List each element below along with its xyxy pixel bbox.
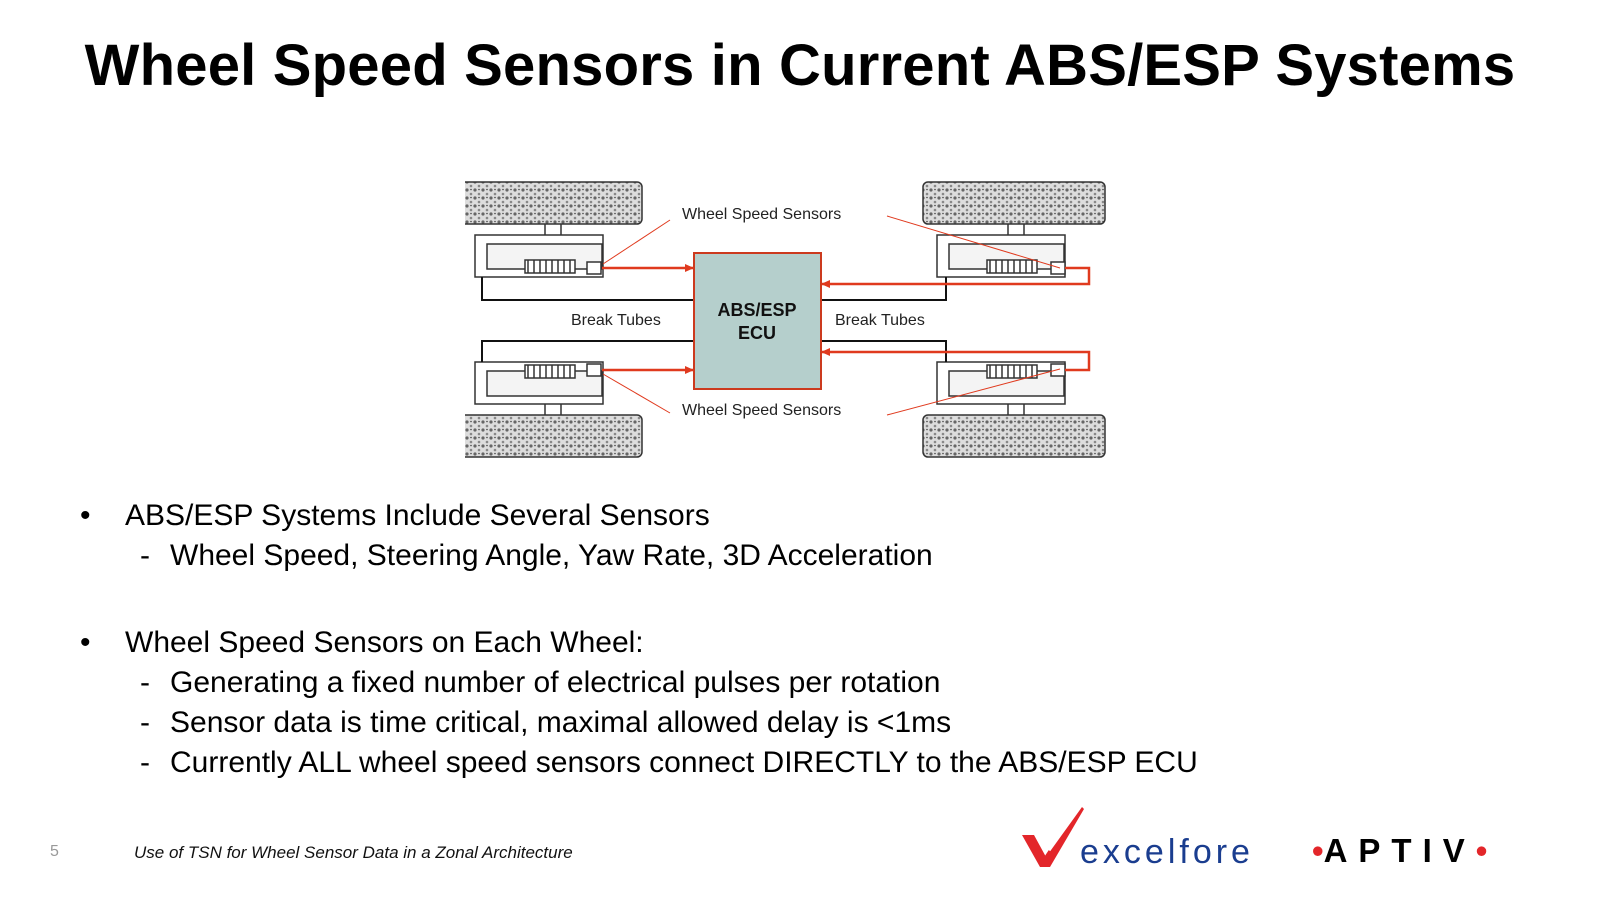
sub-bullet-item: - Wheel Speed, Steering Angle, Yaw Rate,… — [80, 536, 1198, 576]
hub-front-left — [474, 234, 604, 278]
sub-bullet-item: - Currently ALL wheel speed sensors conn… — [80, 743, 1198, 783]
hub-rear-left — [474, 361, 604, 405]
excelfore-logo: excelfore — [1020, 805, 1250, 872]
bullet-icon: • — [80, 626, 91, 659]
bullet-item: • Wheel Speed Sensors on Each Wheel: — [80, 623, 1198, 663]
bullet-item: • ABS/ESP Systems Include Several Sensor… — [80, 496, 1198, 536]
dash-icon: - — [140, 706, 150, 739]
sub-bullet-text: Generating a fixed number of electrical … — [170, 666, 941, 699]
dash-icon: - — [140, 746, 150, 779]
excelfore-check-icon — [1022, 807, 1084, 867]
aptiv-logo: •APTIV• — [1312, 832, 1487, 870]
bullet-text: Wheel Speed Sensors on Each Wheel: — [125, 626, 644, 659]
signal-wires — [602, 264, 1091, 374]
sub-bullet-item: - Generating a fixed number of electrica… — [80, 663, 1198, 703]
bullet-text: ABS/ESP Systems Include Several Sensors — [125, 499, 710, 532]
sub-bullet-text: Currently ALL wheel speed sensors connec… — [170, 746, 1198, 779]
tire-rear-left — [465, 414, 643, 458]
label-break-tubes-right: Break Tubes — [835, 312, 925, 329]
sensor-pointer-lines — [602, 215, 1061, 416]
hub-rear-right — [936, 361, 1066, 405]
ecu-label-line1: ABS/ESP — [717, 300, 796, 320]
bullet-icon: • — [80, 499, 91, 532]
page-number: 5 — [50, 843, 59, 860]
sub-bullet-text: Sensor data is time critical, maximal al… — [170, 706, 952, 739]
sub-bullet-text: Wheel Speed, Steering Angle, Yaw Rate, 3… — [170, 539, 933, 572]
label-wheel-speed-sensors-bottom: Wheel Speed Sensors — [682, 402, 841, 419]
excelfore-wordmark: excelfore — [1080, 833, 1254, 871]
abs-esp-diagram: ABS/ESP ECU Wheel Speed Sensors Wheel Sp… — [465, 181, 1106, 458]
ecu-box — [693, 252, 822, 390]
label-wheel-speed-sensors-top: Wheel Speed Sensors — [682, 206, 841, 223]
footer-title: Use of TSN for Wheel Sensor Data in a Zo… — [134, 843, 573, 862]
slide-title: Wheel Speed Sensors in Current ABS/ESP S… — [84, 33, 1516, 98]
aptiv-dot-right-icon: • — [1475, 832, 1488, 869]
aptiv-wordmark: APTIV — [1323, 832, 1476, 869]
hub-front-right — [936, 234, 1066, 278]
tire-rear-right — [922, 414, 1106, 458]
aptiv-dot-left-icon: • — [1312, 832, 1324, 869]
tire-front-left — [465, 181, 643, 225]
sub-bullet-item: - Sensor data is time critical, maximal … — [80, 703, 1198, 743]
tire-front-right — [922, 181, 1106, 225]
bullet-list: • ABS/ESP Systems Include Several Sensor… — [80, 496, 1198, 783]
dash-icon: - — [140, 539, 150, 572]
ecu-label-line2: ECU — [738, 323, 776, 343]
dash-icon: - — [140, 666, 150, 699]
label-break-tubes-left: Break Tubes — [571, 312, 661, 329]
